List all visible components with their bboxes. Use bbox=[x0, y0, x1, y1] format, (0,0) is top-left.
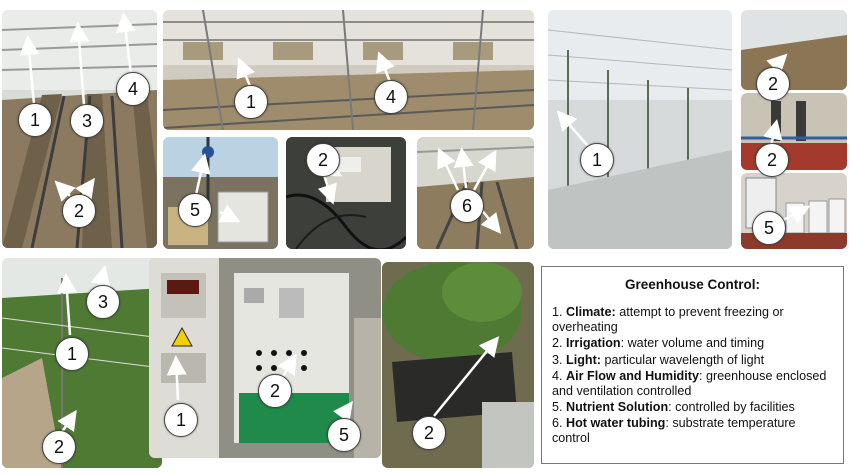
legend-num: 4. bbox=[552, 368, 563, 383]
badge-p5-6: 6 bbox=[450, 189, 484, 223]
badge-p6-1: 1 bbox=[580, 143, 614, 177]
legend-item-irrigation: 2. Irrigation: water volume and timing bbox=[552, 336, 833, 351]
photo-potted-roses bbox=[382, 262, 534, 468]
badge-p7-5: 5 bbox=[752, 211, 786, 245]
badge-p2-1: 1 bbox=[234, 85, 268, 119]
legend-item-nutrient: 5. Nutrient Solution: controlled by faci… bbox=[552, 400, 833, 415]
legend-term: Climate: bbox=[566, 305, 616, 320]
badge-p3-5: 5 bbox=[178, 193, 212, 227]
photo-greenhouse-vents bbox=[163, 10, 534, 130]
badge-p4-2: 2 bbox=[306, 143, 340, 177]
legend-item-airflow: 4. Air Flow and Humidity: greenhouse enc… bbox=[552, 369, 833, 399]
legend-num: 2. bbox=[552, 336, 563, 351]
legend-term: Hot water tubing bbox=[566, 415, 666, 430]
badge-p8-2: 2 bbox=[42, 430, 76, 464]
badge-p9-5: 5 bbox=[327, 418, 361, 452]
legend-desc: particular wavelength of light bbox=[600, 352, 765, 367]
badge-p7-2a: 2 bbox=[756, 67, 790, 101]
legend-num: 6. bbox=[552, 415, 563, 430]
legend-item-hot-water: 6. Hot water tubing: substrate temperatu… bbox=[552, 416, 833, 446]
legend-num: 5. bbox=[552, 399, 563, 414]
legend-num: 3. bbox=[552, 352, 563, 367]
legend-desc: : water volume and timing bbox=[620, 336, 765, 351]
photo-irrigation-controller bbox=[286, 137, 406, 249]
badge-p8-3: 3 bbox=[86, 285, 120, 319]
legend-desc: : greenhouse enclosed and ventilation co… bbox=[552, 368, 827, 398]
legend-item-climate: 1. Climate: attempt to prevent freezing … bbox=[552, 305, 833, 335]
badge-p8-1: 1 bbox=[55, 337, 89, 371]
greenhouse-control-legend: Greenhouse Control: 1. Climate: attempt … bbox=[541, 266, 844, 464]
legend-term: Irrigation bbox=[566, 336, 621, 351]
legend-desc: : controlled by facilities bbox=[668, 399, 795, 414]
photo-greenhouse-net bbox=[548, 10, 732, 249]
photo-nutrient-tank bbox=[163, 137, 278, 249]
badge-p1-2: 2 bbox=[62, 194, 96, 228]
badge-p9-2: 2 bbox=[258, 374, 292, 408]
badge-p1-1: 1 bbox=[18, 103, 52, 137]
badge-p2-4: 4 bbox=[374, 80, 408, 114]
badge-p10-2: 2 bbox=[412, 416, 446, 450]
legend-title: Greenhouse Control: bbox=[624, 277, 760, 292]
legend-desc: : substrate temperature control bbox=[552, 415, 796, 446]
badge-p9-1: 1 bbox=[164, 403, 198, 437]
legend-term: Nutrient Solution bbox=[566, 399, 669, 414]
photo-film-cover bbox=[741, 10, 847, 90]
badge-p7-2b: 2 bbox=[755, 143, 789, 177]
legend-item-light: 3. Light: particular wavelength of light bbox=[552, 353, 833, 368]
badge-p1-4: 4 bbox=[116, 72, 150, 106]
legend-term: Light: bbox=[566, 352, 601, 367]
badge-p1-3: 3 bbox=[70, 104, 104, 138]
legend-term: Air Flow and Humidity bbox=[566, 368, 699, 383]
legend-num: 1. bbox=[552, 305, 563, 320]
legend-desc: attempt to prevent freezing or overheati… bbox=[552, 305, 784, 335]
